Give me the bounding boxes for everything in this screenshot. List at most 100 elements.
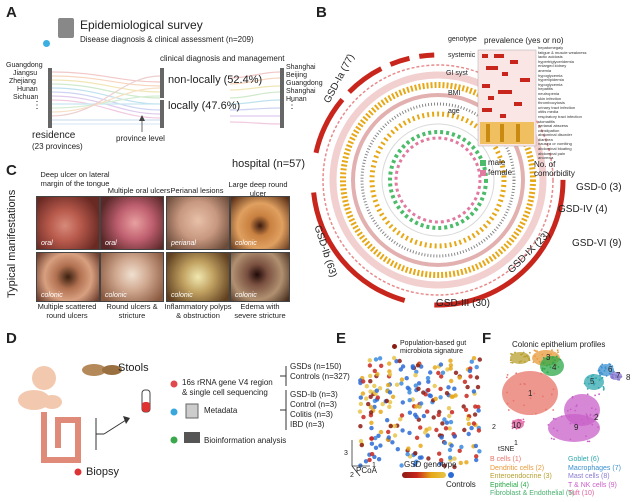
tsne-point — [602, 386, 605, 388]
photo-tag: colonic — [41, 292, 63, 299]
tsne-point — [586, 440, 589, 443]
tsne-point — [555, 355, 558, 358]
nonlocal-label: non-locally (52.4%) — [168, 74, 263, 86]
tsne-point — [574, 409, 577, 412]
right-province-2: Guangdong — [286, 80, 323, 87]
biopsy-dot — [74, 468, 82, 476]
baby-icon — [18, 366, 62, 410]
cohort-control: Control (n=3) — [290, 400, 337, 409]
pcoa-point — [421, 390, 426, 395]
photo-colonic-large-ulcer: colonic — [230, 196, 290, 250]
pcoa-point — [447, 413, 452, 419]
pcoa-point — [414, 435, 420, 440]
pcoa-point — [459, 444, 464, 450]
tsne-point — [511, 361, 514, 364]
tsne-cluster-number: 2 — [594, 413, 599, 422]
pcoa-point — [426, 456, 431, 461]
tsne-point — [592, 415, 595, 417]
pcoa-point — [469, 425, 474, 431]
pcoa-point — [373, 357, 379, 362]
tsne-point — [604, 366, 607, 369]
pcoa-point — [388, 423, 393, 429]
pcoa-point — [452, 464, 457, 470]
tsne-point — [520, 422, 523, 425]
tsne-point — [600, 371, 602, 374]
pcoa-point — [440, 421, 445, 426]
pcoa-point — [384, 398, 389, 404]
caption-bottom-3: Edema with severe stricture — [234, 302, 286, 320]
pcoa-point — [378, 429, 384, 435]
pcoa-point — [400, 428, 405, 433]
tsne-point — [571, 396, 574, 399]
tsne-point — [533, 392, 536, 395]
panel-d-label: D — [6, 330, 17, 347]
tsne-point — [542, 395, 544, 398]
tsne-point — [591, 423, 594, 426]
tsne-point — [514, 351, 516, 354]
tsne-point — [512, 420, 514, 422]
pcoa-point — [465, 416, 471, 422]
tsne-point — [587, 376, 589, 379]
pcoa-point — [477, 357, 482, 362]
panel-e-label: E — [336, 330, 347, 347]
pcoa-point — [434, 427, 439, 433]
pcoa-point — [369, 420, 374, 425]
tsne-point — [512, 399, 515, 402]
photo-tag: perianal — [171, 240, 196, 247]
pcoa-point — [400, 400, 405, 405]
pcoa-point — [366, 401, 371, 407]
tsne-point — [523, 360, 526, 363]
tsne-cluster — [548, 414, 600, 442]
tsne-point — [526, 355, 529, 358]
tsne-point — [583, 382, 586, 385]
tsne-point — [520, 353, 522, 356]
pcoa-point — [358, 401, 364, 407]
seq-label: 16s rRNA gene V4 region — [182, 378, 273, 387]
tsne-point — [546, 358, 549, 360]
tsne-point — [506, 376, 508, 379]
tsne-legend-item: Goblet (6) — [568, 456, 600, 463]
pcoa-point — [474, 457, 479, 463]
tsne-point — [547, 424, 550, 426]
pcoa-point — [462, 427, 467, 433]
caption-top-0: Deep ulcer on lateral margin of the tong… — [40, 170, 110, 188]
tsne-cluster-number: 1 — [528, 389, 533, 398]
panel-c-label: C — [6, 162, 17, 179]
pcoa-point — [397, 358, 402, 364]
pcoa-point — [398, 367, 403, 372]
sankey-diagram — [48, 68, 284, 132]
pcoa-point — [446, 406, 452, 411]
tsne-point — [506, 391, 508, 394]
prevalence-item: skin infection — [538, 95, 562, 101]
tsne-point — [554, 359, 556, 361]
pcoa-point — [448, 366, 453, 371]
pcoa-point — [427, 426, 432, 431]
pcoa-point — [364, 384, 369, 389]
local-label: locally (47.6%) — [168, 100, 241, 112]
prevalence-item: constipation — [538, 127, 560, 133]
pcoa-point — [457, 448, 462, 453]
tsne-point — [599, 365, 602, 367]
prevalence-item: abdominal pain — [538, 150, 566, 156]
tsne-cluster-number: 6 — [608, 365, 613, 374]
tsne-cluster-number: 10 — [512, 421, 521, 430]
pcoa-point — [438, 395, 443, 400]
tsne-point — [556, 429, 559, 432]
prevalence-item: thrombocytosis — [538, 100, 565, 106]
tsne-cluster-number: 7 — [616, 371, 621, 380]
tsne-point — [522, 418, 525, 421]
pcoa-point — [372, 383, 377, 389]
tsne-legend-item: T & NK cells (9) — [568, 481, 617, 489]
tsne-point — [603, 370, 606, 372]
tsne-point — [517, 418, 520, 421]
pcoa-axis-tick-2: 2 — [350, 472, 354, 479]
pcoa-point — [375, 372, 380, 377]
tsne-point — [523, 420, 525, 423]
tsne-point — [543, 367, 546, 370]
pcoa-point — [419, 455, 424, 460]
pcoa-point — [477, 449, 482, 454]
cohort-gsd-ib: GSD-Ib (n=3) — [290, 390, 338, 399]
photo-tag: oral — [41, 240, 53, 247]
pcoa-point — [476, 408, 481, 413]
tsne-point — [569, 408, 572, 411]
